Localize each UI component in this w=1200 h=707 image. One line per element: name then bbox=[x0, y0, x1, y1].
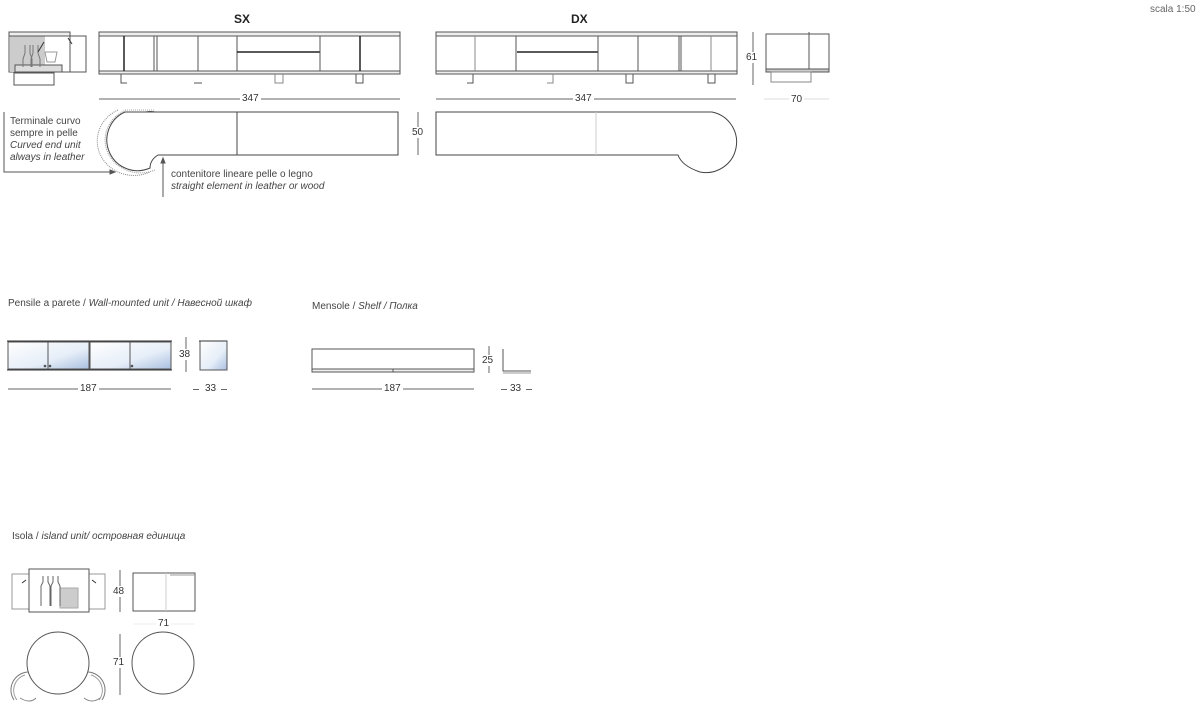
wall-unit-front bbox=[7, 340, 172, 371]
height-label: 61 bbox=[744, 52, 760, 63]
wall-unit-side bbox=[199, 340, 228, 371]
shelf-height-label: 25 bbox=[480, 355, 496, 366]
island-height-label: 48 bbox=[111, 586, 127, 597]
dx-plan-view bbox=[435, 111, 738, 174]
island-title: Isola / island unit/ островная единица bbox=[12, 531, 185, 543]
sx-front-elevation bbox=[98, 31, 401, 84]
curved-end-en-1: Curved end unit bbox=[10, 140, 81, 151]
sx-title: SX bbox=[234, 12, 251, 26]
straight-it: contenitore lineare pelle o legno bbox=[171, 169, 313, 180]
shelf-title-en: Shelf / Полка bbox=[358, 301, 418, 312]
island-title-en: island unit/ островная единица bbox=[41, 531, 186, 542]
sx-plan-outline bbox=[96, 109, 399, 176]
curved-end-it-2: sempre in pelle bbox=[10, 128, 78, 139]
shelf-depth-tick-left bbox=[501, 389, 507, 390]
curved-end-en-2: always in leather bbox=[10, 152, 85, 163]
island-plan-right bbox=[131, 631, 195, 695]
shelf-side-profile bbox=[502, 349, 531, 372]
dx-title: DX bbox=[571, 12, 588, 26]
wall-unit-width-label: 187 bbox=[78, 383, 99, 394]
island-side bbox=[132, 572, 196, 612]
curved-end-it-1: Terminale curvo bbox=[10, 116, 81, 127]
shelf-title: Mensole / Shelf / Полка bbox=[312, 301, 418, 313]
scale-label: scala 1:50 bbox=[1150, 4, 1196, 15]
wall-depth-tick-left bbox=[193, 389, 199, 390]
shelf-depth-label: 33 bbox=[508, 383, 524, 394]
shelf-title-it: Mensole / bbox=[312, 301, 359, 312]
dx-front-elevation bbox=[435, 31, 738, 84]
plan-depth-label: 50 bbox=[410, 127, 426, 138]
wall-unit-title-it: Pensile a parete / bbox=[8, 298, 89, 309]
island-plan-width-label: 71 bbox=[111, 657, 127, 668]
wall-depth-tick-right bbox=[221, 389, 227, 390]
dx-side-section bbox=[765, 32, 830, 83]
straight-en: straight element in leather or wood bbox=[171, 181, 325, 192]
shelf-front bbox=[311, 348, 475, 373]
island-width-label: 71 bbox=[156, 618, 172, 629]
straight-element-label: contenitore lineare pelle o legno straig… bbox=[171, 169, 324, 193]
depth-label: 70 bbox=[789, 94, 805, 105]
island-plan bbox=[10, 631, 106, 702]
curved-end-label: Terminale curvo sempre in pelle Curved e… bbox=[10, 116, 84, 164]
dx-width-label: 347 bbox=[573, 93, 594, 104]
wall-unit-title: Pensile a parete / Wall-mounted unit / Н… bbox=[8, 298, 252, 310]
shelf-depth-tick-right bbox=[526, 389, 532, 390]
shelf-width-label: 187 bbox=[382, 383, 403, 394]
island-title-it: Isola / bbox=[12, 531, 42, 542]
island-front bbox=[11, 568, 106, 613]
sx-width-label: 347 bbox=[240, 93, 261, 104]
sx-side-section bbox=[8, 31, 87, 86]
wall-unit-title-en: Wall-mounted unit / Навесной шкаф bbox=[88, 298, 252, 309]
wall-unit-height-label: 38 bbox=[177, 349, 193, 360]
wall-unit-depth-label: 33 bbox=[203, 383, 219, 394]
callout-arrows bbox=[3, 112, 166, 197]
